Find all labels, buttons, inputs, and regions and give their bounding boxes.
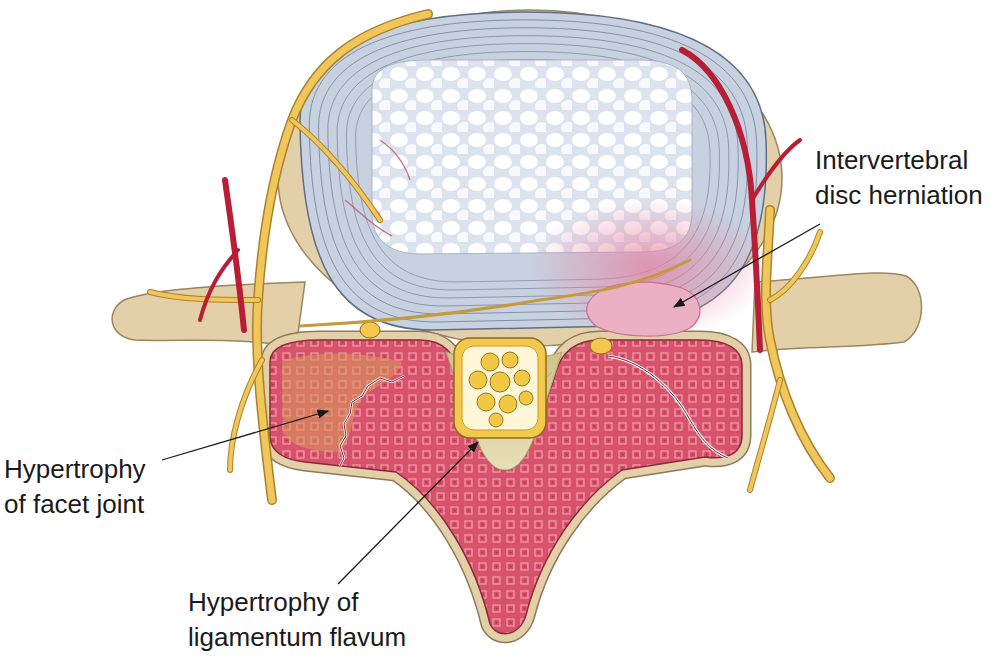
dura xyxy=(454,338,546,438)
leader-lines xyxy=(162,224,820,584)
nerve xyxy=(766,210,830,478)
nerve-branch xyxy=(150,120,380,470)
transverse-process xyxy=(752,273,922,352)
facet-joint-line xyxy=(608,356,728,458)
nerve-root xyxy=(590,338,612,354)
thecal-space xyxy=(462,346,538,430)
facet-joint-line xyxy=(340,376,404,466)
nerve-branch xyxy=(750,232,820,490)
nerve xyxy=(257,14,428,500)
nerve-branch xyxy=(150,120,380,470)
dural-sac xyxy=(360,322,612,438)
leader-line xyxy=(338,442,478,584)
callout-label: Hypertrophy of facet joint xyxy=(4,452,154,522)
callout-label: Intervertebral disc herniation xyxy=(815,143,993,213)
cauda-equina xyxy=(469,352,533,427)
facet-joint-line xyxy=(608,356,728,458)
vertebral-body xyxy=(278,10,782,346)
nerve-branch xyxy=(300,260,690,326)
artery xyxy=(752,140,800,200)
nerve xyxy=(257,14,428,500)
facet-joint-line xyxy=(340,376,404,466)
disc-vessels xyxy=(330,140,410,236)
artery xyxy=(200,250,238,320)
callout-label: Hypertrophy of ligamentum flavum xyxy=(188,585,420,655)
nerve-root xyxy=(360,322,380,338)
nerve-branch xyxy=(750,232,820,490)
arteries xyxy=(200,50,800,350)
leader-line xyxy=(162,411,328,460)
nerves xyxy=(150,14,830,500)
herniation-glow xyxy=(530,198,770,338)
nerve xyxy=(766,210,830,478)
leader-line xyxy=(674,224,820,307)
artery xyxy=(682,50,760,350)
facet-hypertrophy xyxy=(282,354,402,452)
